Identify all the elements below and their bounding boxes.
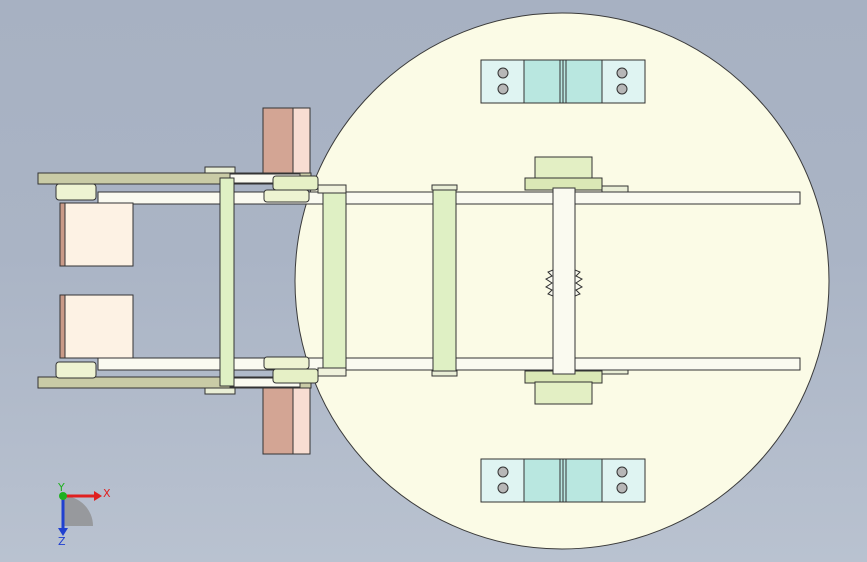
upper-side-block[interactable]	[262, 107, 311, 177]
bolt-hole-icon	[616, 83, 628, 95]
upper-end-block[interactable]	[59, 202, 134, 267]
bolt-hole-icon	[616, 466, 628, 478]
lower-pulley[interactable]	[524, 367, 629, 405]
left-upper-roller[interactable]	[55, 183, 97, 201]
bolt-hole-icon	[497, 482, 509, 494]
y-axis-dot-icon	[59, 492, 67, 500]
bolt-hole-icon	[497, 67, 509, 79]
gear-icon	[545, 269, 583, 297]
coordinate-triad: X Y Z	[57, 481, 111, 548]
crossbar-2[interactable]	[432, 185, 457, 377]
vertical-link[interactable]	[219, 177, 235, 387]
top-clamp[interactable]	[480, 59, 646, 104]
bolt-hole-icon	[497, 83, 509, 95]
crossbar-1[interactable]	[322, 185, 347, 377]
lower-idler-roller[interactable]	[263, 356, 347, 384]
bolt-hole-icon	[616, 67, 628, 79]
bottom-clamp[interactable]	[480, 458, 646, 503]
lower-side-block[interactable]	[262, 385, 311, 455]
x-axis-label: X	[103, 487, 111, 500]
z-axis-label: Z	[58, 535, 66, 548]
triad-plane-icon	[63, 496, 93, 526]
upper-idler-roller[interactable]	[263, 175, 347, 203]
left-lower-roller[interactable]	[55, 361, 97, 379]
upper-pulley[interactable]	[524, 156, 629, 193]
bolt-hole-icon	[616, 482, 628, 494]
crossbar-3[interactable]	[552, 187, 576, 375]
y-axis-label: Y	[57, 481, 65, 494]
bolt-hole-icon	[497, 466, 509, 478]
lower-end-block[interactable]	[59, 294, 134, 359]
